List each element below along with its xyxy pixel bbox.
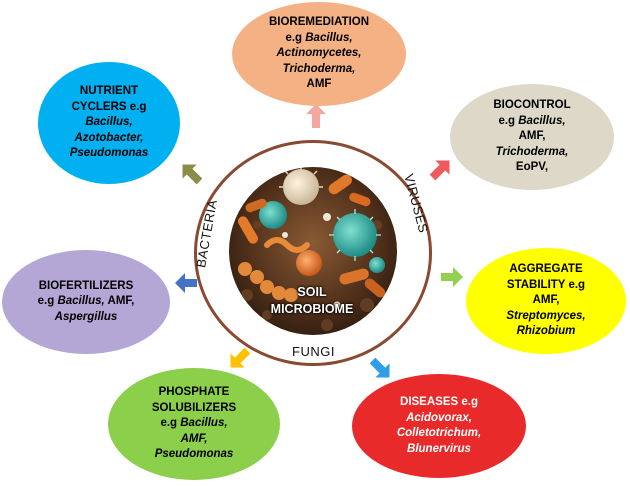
biofertilizers-title: BIOFERTILIZERS (38, 279, 134, 292)
nutrient-example-3: Pseudomonas (69, 147, 149, 160)
aggregate-title-2: STABILITY e.g (506, 278, 586, 291)
arrow-biocontrol (429, 160, 450, 181)
arrow-bioremediation-shape (306, 104, 326, 128)
bubble-nutrient-cyclers: NUTRIENT CYCLERS e.g Bacillus, Azotobact… (38, 62, 180, 184)
diseases-example-1: Acidovorax, (406, 411, 472, 424)
arrow-phosphate (230, 347, 251, 368)
biofertilizers-example-1: Bacillus, (57, 295, 105, 308)
biofertilizers-eg: e.g (37, 295, 58, 308)
nutrient-title-1: NUTRIENT (79, 85, 139, 98)
arrow-aggregate (441, 267, 463, 287)
nutrient-example-2: Azotobacter, (74, 131, 144, 144)
biocontrol-eg: e.g (498, 114, 519, 127)
phosphate-title-1: PHOSPHATE (158, 386, 230, 399)
arrow-nutrient-shape (182, 164, 203, 185)
center-label-line2: MICROBIOME (270, 302, 354, 316)
bioremediation-eg: e.g (285, 31, 306, 44)
bioremediation-example-2: Actinomycetes, (276, 47, 362, 60)
biocontrol-example-4: EoPV, (515, 161, 549, 174)
arrow-nutrient (182, 164, 203, 185)
aggregate-example-2: Streptomyces, (506, 309, 586, 322)
biofertilizers-example-2: AMF, (104, 295, 135, 308)
bubble-biocontrol: BIOCONTROL e.g Bacillus, AMF, Trichoderm… (450, 84, 614, 190)
bubble-diseases: DISEASES e.g Acidovorax, Colletotrichum,… (352, 374, 526, 478)
bioremediation-example-4: AMF (306, 78, 332, 91)
bioremediation-example-1: Bacillus, (305, 31, 353, 44)
soil-microbiome-image (229, 167, 397, 335)
diseases-title: DISEASES e.g (400, 396, 478, 408)
arrow-biofertilizers-shape (175, 273, 197, 293)
center-label: SOIL MICROBIOME (262, 284, 362, 318)
center-label-line1: SOIL (297, 285, 327, 299)
arrow-bioremediation (306, 104, 326, 128)
biocontrol-example-3: Trichoderma, (495, 145, 569, 158)
phosphate-example-3: Pseudomonas (154, 448, 234, 461)
arrow-aggregate-shape (441, 267, 463, 287)
aggregate-example-1: AMF, (532, 294, 560, 307)
bubble-phosphate-solubilizers: PHOSPHATE SOLUBILIZERS e.g Bacillus, AMF… (108, 368, 280, 480)
bioremediation-title: BIOREMEDIATION (268, 16, 370, 29)
biocontrol-example-2: AMF, (518, 130, 546, 143)
nutrient-title-2: CYCLERS e.g (71, 100, 147, 113)
biofertilizers-example-3: Aspergillus (54, 310, 118, 323)
phosphate-example-1: Bacillus, (180, 417, 228, 430)
phosphate-eg: e.g (160, 417, 181, 430)
arrow-biocontrol-shape (429, 160, 450, 181)
bubble-bioremediation: BIOREMEDIATION e.g Bacillus, Actinomycet… (232, 2, 406, 106)
aggregate-title-1: AGGREGATE (509, 263, 583, 276)
biocontrol-example-1: Bacillus, (518, 114, 566, 127)
arrow-biofertilizers (175, 273, 197, 293)
arrow-diseases-shape (369, 357, 390, 378)
arrow-phosphate-shape (230, 347, 251, 368)
diseases-example-3: Blunervirus (407, 442, 471, 455)
bubble-biofertilizers: BIOFERTILIZERS e.g Bacillus, AMF, Asperg… (2, 250, 170, 354)
phosphate-example-2: AMF, (180, 432, 208, 445)
biocontrol-title: BIOCONTROL (493, 99, 571, 112)
phosphate-title-2: SOLUBILIZERS (151, 401, 237, 414)
arrow-diseases (369, 357, 390, 378)
bioremediation-example-3: Trichoderma, (282, 62, 356, 75)
aggregate-example-3: Rhizobium (516, 325, 576, 338)
nutrient-example-1: Bacillus, (85, 116, 133, 129)
ring-label-fungi: FUNGI (292, 344, 335, 359)
diseases-example-2: Colletotrichum, (396, 427, 482, 439)
bubble-aggregate-stability: AGGREGATE STABILITY e.g AMF, Streptomyce… (466, 248, 626, 354)
